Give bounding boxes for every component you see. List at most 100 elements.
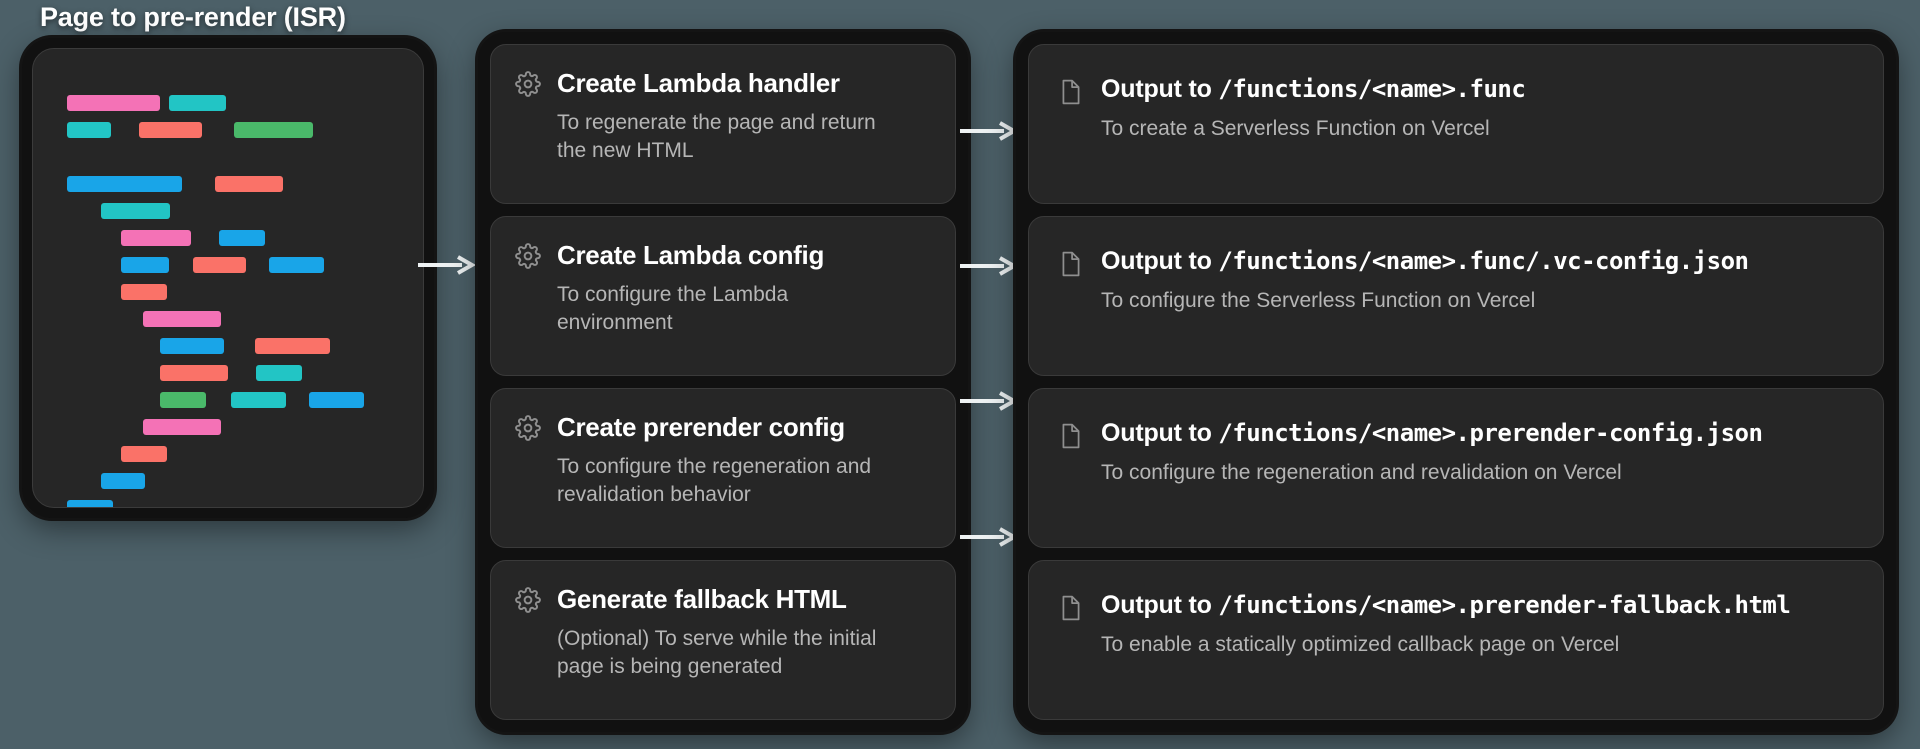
code-token: [121, 257, 169, 273]
step-card-title: Generate fallback HTML: [557, 584, 847, 614]
code-indent: [67, 203, 92, 219]
code-token: [255, 338, 330, 354]
code-line: [67, 365, 389, 381]
output-card-title: Output to /functions/<name>.func: [1101, 75, 1526, 104]
code-line: [67, 95, 389, 111]
code-indent: [295, 392, 300, 408]
code-token: [143, 311, 221, 327]
code-token: [121, 446, 167, 462]
code-indent: [67, 284, 112, 300]
code-line: [67, 446, 389, 462]
output-card-prefix: Output to: [1101, 591, 1219, 619]
output-card-description: To enable a statically optimized callbac…: [1101, 633, 1620, 656]
code-token: [219, 230, 265, 246]
code-indent: [211, 122, 225, 138]
code-indent: [67, 473, 92, 489]
step-card-description: To configure the regeneration and revali…: [557, 454, 872, 506]
code-indent: [67, 392, 151, 408]
output-card-description: To create a Serverless Function on Verce…: [1101, 117, 1490, 140]
code-token: [160, 365, 228, 381]
right-column-shell: Output to /functions/<name>.func To crea…: [1016, 32, 1896, 732]
code-indent: [67, 446, 112, 462]
step-card-create-lambda-config[interactable]: Create Lambda config To configure the La…: [490, 216, 956, 376]
code-preview-panel: [32, 48, 424, 508]
file-icon: [1059, 423, 1083, 449]
code-token: [193, 257, 246, 273]
code-line: [67, 419, 389, 435]
output-card-prefix: Output to: [1101, 75, 1219, 103]
code-token: [67, 122, 111, 138]
code-token: [269, 257, 324, 273]
code-indent: [191, 176, 206, 192]
code-token: [160, 338, 224, 354]
output-card-prerender-fallback[interactable]: Output to /functions/<name>.prerender-fa…: [1028, 560, 1884, 720]
code-indent: [255, 257, 260, 273]
gear-icon: [515, 71, 541, 97]
code-token: [231, 392, 286, 408]
code-token: [309, 392, 364, 408]
gear-icon: [515, 415, 541, 441]
left-column-shell: [22, 38, 434, 518]
arrow-middle-to-right-1: [960, 120, 1018, 142]
arrow-middle-to-right-2: [960, 255, 1018, 277]
step-card-title: Create Lambda handler: [557, 68, 840, 98]
output-card-title: Output to /functions/<name>.prerender-co…: [1101, 419, 1763, 448]
code-line: [67, 122, 389, 138]
step-card-description: (Optional) To serve while the initial pa…: [557, 626, 877, 678]
code-indent: [67, 338, 151, 354]
code-token: [160, 392, 206, 408]
output-card-title: Output to /functions/<name>.prerender-fa…: [1101, 591, 1791, 620]
code-token: [256, 365, 302, 381]
output-card-description: To configure the regeneration and revali…: [1101, 461, 1622, 484]
output-card-description: To configure the Serverless Function on …: [1101, 289, 1536, 312]
middle-column-shell: Create Lambda handler To regenerate the …: [478, 32, 968, 732]
gear-icon: [515, 243, 541, 269]
code-token: [67, 176, 182, 192]
step-card-title: Create prerender config: [557, 412, 845, 442]
gear-icon: [515, 587, 541, 613]
code-token: [169, 95, 226, 111]
step-card-description: To configure the Lambda environment: [557, 282, 789, 334]
step-card-title: Create Lambda config: [557, 240, 825, 270]
page-title: Page to pre-render (ISR): [40, 2, 346, 32]
output-card-prerender-config[interactable]: Output to /functions/<name>.prerender-co…: [1028, 388, 1884, 548]
output-card-path: /functions/<name>.func/.vc-config.json: [1218, 247, 1749, 275]
step-card-generate-fallback-html[interactable]: Generate fallback HTML (Optional) To ser…: [490, 560, 956, 720]
code-token: [67, 95, 160, 111]
code-indent: [237, 365, 247, 381]
code-line: [67, 284, 389, 300]
output-card-function[interactable]: Output to /functions/<name>.func To crea…: [1028, 44, 1884, 204]
code-token: [101, 473, 145, 489]
step-card-description: To regenerate the page and return the ne…: [557, 110, 876, 162]
code-indent: [67, 311, 134, 327]
code-line: [67, 257, 389, 273]
code-indent: [67, 230, 112, 246]
file-icon: [1059, 79, 1083, 105]
code-line: [67, 230, 389, 246]
code-line: [67, 176, 389, 192]
code-indent: [200, 230, 210, 246]
code-token: [139, 122, 202, 138]
output-card-prefix: Output to: [1101, 419, 1219, 447]
code-token: [215, 176, 283, 192]
output-card-path: /functions/<name>.func: [1218, 75, 1526, 103]
code-line: [67, 500, 389, 507]
code-line: [67, 338, 389, 354]
code-indent: [233, 338, 246, 354]
code-token: [121, 284, 167, 300]
code-token: [234, 122, 313, 138]
code-token: [121, 230, 191, 246]
output-card-title: Output to /functions/<name>.func/.vc-con…: [1101, 247, 1749, 276]
output-card-vc-config[interactable]: Output to /functions/<name>.func/.vc-con…: [1028, 216, 1884, 376]
code-line: [67, 311, 389, 327]
file-icon: [1059, 251, 1083, 277]
code-indent: [215, 392, 222, 408]
code-indent: [120, 122, 130, 138]
output-card-path: /functions/<name>.prerender-fallback.htm…: [1218, 591, 1791, 619]
code-token: [67, 500, 113, 507]
code-line: [67, 473, 389, 489]
step-card-create-prerender-config[interactable]: Create prerender config To configure the…: [490, 388, 956, 548]
step-card-create-lambda-handler[interactable]: Create Lambda handler To regenerate the …: [490, 44, 956, 204]
file-icon: [1059, 595, 1083, 621]
